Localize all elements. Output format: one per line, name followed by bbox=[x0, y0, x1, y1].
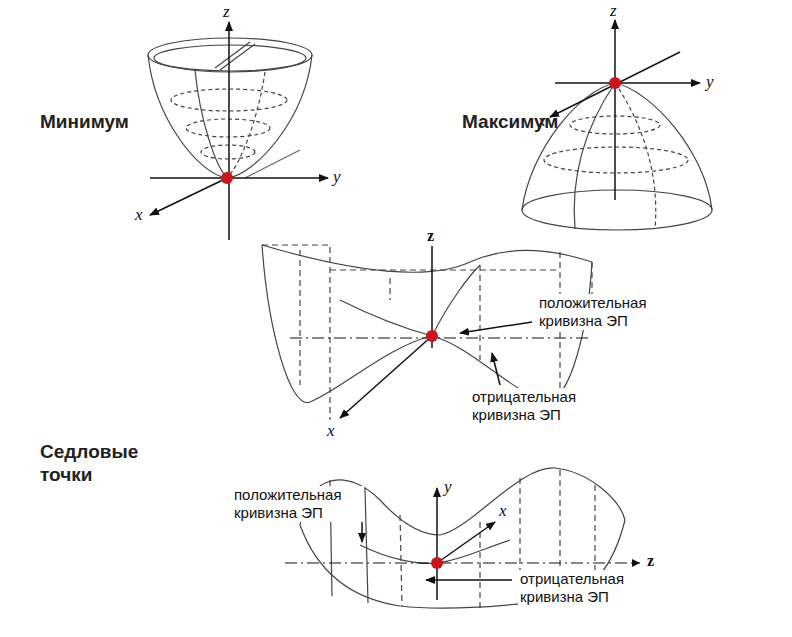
axis-label: y bbox=[332, 168, 342, 185]
axis-label: z bbox=[646, 553, 655, 569]
axis-label: y bbox=[705, 73, 715, 90]
axis-label: x bbox=[134, 206, 144, 223]
extremum-title: Максимум bbox=[462, 110, 558, 133]
axis-label: z bbox=[609, 2, 618, 19]
axis-label: z bbox=[222, 3, 231, 20]
axis-label: x bbox=[326, 422, 336, 439]
axis-label: x bbox=[498, 502, 508, 519]
extremum-title: Минимум bbox=[40, 110, 129, 133]
curvature-callout: положительная кривизна ЭП bbox=[232, 486, 364, 522]
curvature-callout: отрицательная кривизна ЭП bbox=[470, 388, 606, 424]
saddle-title: Седловые точки bbox=[40, 440, 150, 486]
axis-label: z bbox=[426, 228, 435, 244]
curvature-callout: отрицательная кривизна ЭП bbox=[518, 570, 654, 606]
axis-label: y bbox=[443, 478, 453, 495]
curvature-callout: положительная кривизна ЭП bbox=[537, 294, 673, 330]
